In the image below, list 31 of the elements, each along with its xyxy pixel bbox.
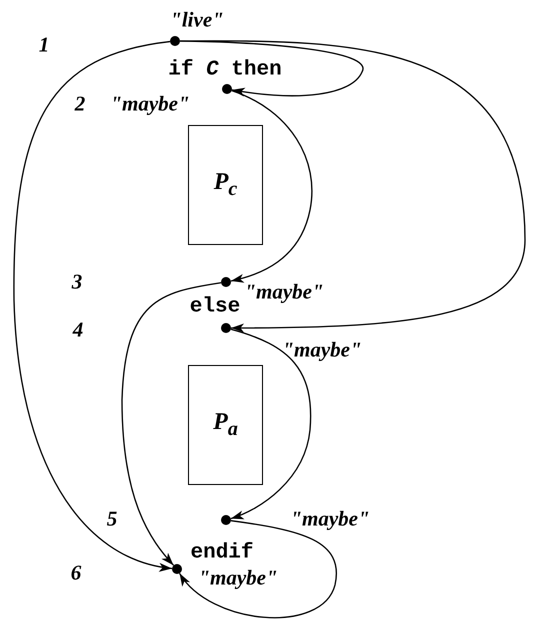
annotation-text: 6	[70, 560, 82, 586]
point-dot	[170, 36, 180, 46]
annotation-text: 3	[72, 270, 82, 294]
point-dot	[221, 323, 231, 333]
code-keyword: else	[190, 296, 240, 318]
annotation-text: 1	[38, 32, 50, 58]
arrow	[230, 90, 312, 282]
annotation-text: "maybe"	[282, 338, 362, 362]
arrow	[179, 520, 338, 618]
point-annotation: "maybe"	[290, 506, 370, 532]
annotation-text: 5	[106, 506, 118, 532]
arrow	[13, 40, 172, 571]
point-dot	[172, 564, 182, 574]
point-dot	[221, 277, 231, 287]
annotation-text: 2	[74, 92, 86, 116]
point-annotation: "maybe"	[244, 280, 324, 304]
code-keyword: if C then	[168, 58, 282, 82]
point-dot	[222, 84, 232, 94]
arrow	[121, 282, 222, 566]
annotation-text: "maybe"	[110, 92, 190, 116]
annotation-text: 4	[72, 318, 84, 342]
arrow	[230, 328, 312, 520]
point-annotation: "maybe"	[198, 566, 278, 590]
arrow	[180, 40, 526, 332]
process-box	[188, 365, 263, 485]
process-box	[188, 125, 263, 245]
box-label: P$_{c}$	[214, 169, 238, 201]
code-keyword: endif	[190, 542, 254, 564]
box-label: P$_{a}$	[213, 409, 238, 441]
point-annotation: "live"	[170, 8, 224, 32]
point-dot	[221, 515, 231, 525]
